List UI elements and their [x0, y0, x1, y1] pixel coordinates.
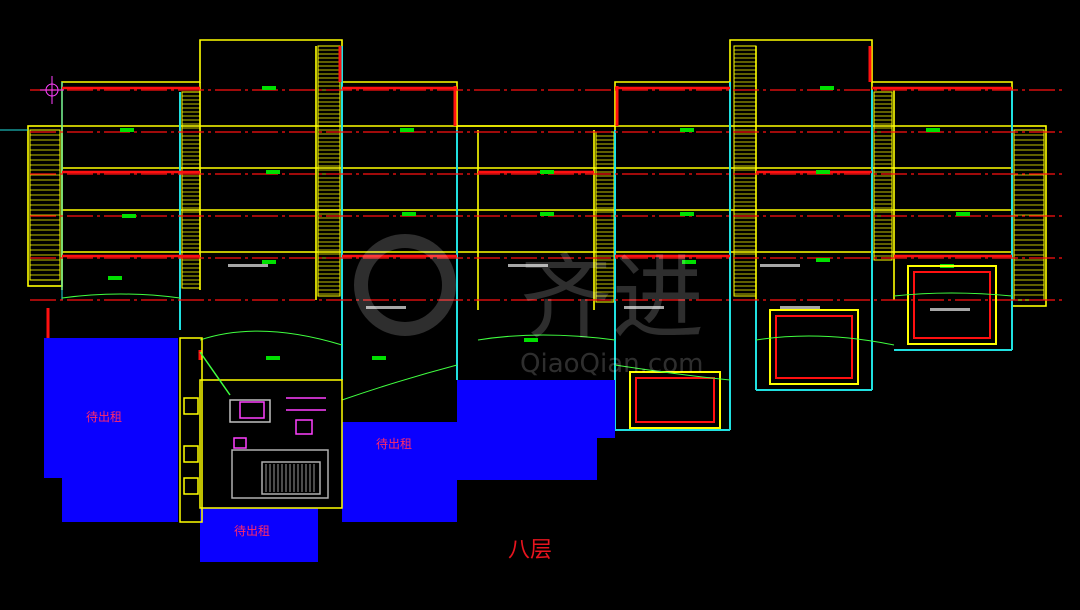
vacant-unit-centre	[342, 380, 615, 522]
axis-gridlines	[30, 86, 1065, 301]
room-text	[366, 306, 406, 309]
floor-title: 八层	[508, 538, 552, 563]
room-tag	[266, 356, 280, 360]
arc-lines	[61, 292, 1013, 401]
room-tag	[680, 128, 694, 132]
room-tag	[122, 214, 136, 218]
room-tag	[816, 170, 830, 174]
structural-walls-red	[46, 46, 872, 360]
room-text	[508, 264, 548, 267]
watermark: 齐进 QiaoQian.com	[354, 234, 704, 379]
vacant-unit-south	[200, 508, 318, 562]
room-text	[780, 306, 820, 309]
room-tag	[524, 338, 538, 342]
room-tag	[402, 212, 416, 216]
room-tag	[262, 260, 276, 264]
vacant-units	[44, 338, 615, 562]
watermark-logo-icon	[354, 234, 456, 336]
room-tag	[926, 128, 940, 132]
room-tag	[262, 86, 276, 90]
stair-hatching	[29, 45, 1045, 303]
watermark-brand: 齐进	[520, 245, 704, 352]
room-tag	[680, 212, 694, 216]
vacant-unit-west	[44, 338, 178, 522]
room-tag	[400, 128, 414, 132]
vacant-unit-south-label: 待出租	[234, 524, 270, 538]
stair-band	[317, 45, 341, 297]
crosshair-icon	[40, 76, 64, 104]
room-tag	[540, 212, 554, 216]
room-tag	[956, 212, 970, 216]
room-tag	[816, 258, 830, 262]
room-text	[930, 308, 970, 311]
shaft-boxes	[629, 265, 997, 429]
room-tag	[682, 260, 696, 264]
room-tag	[120, 128, 134, 132]
room-tag	[108, 276, 122, 280]
room-tag	[266, 170, 280, 174]
room-text	[228, 264, 268, 267]
vacant-unit-centre-label: 待出租	[376, 437, 412, 451]
core-stair-treads	[265, 464, 315, 492]
room-tag	[540, 170, 554, 174]
room-tags	[108, 86, 970, 360]
vacant-unit-west-label: 待出租	[86, 410, 122, 424]
watermark-url: QiaoQian.com	[520, 349, 703, 379]
room-tag	[372, 356, 386, 360]
core-area	[179, 337, 343, 523]
room-text	[624, 306, 664, 309]
room-text	[760, 264, 800, 267]
room-tag	[820, 86, 834, 90]
